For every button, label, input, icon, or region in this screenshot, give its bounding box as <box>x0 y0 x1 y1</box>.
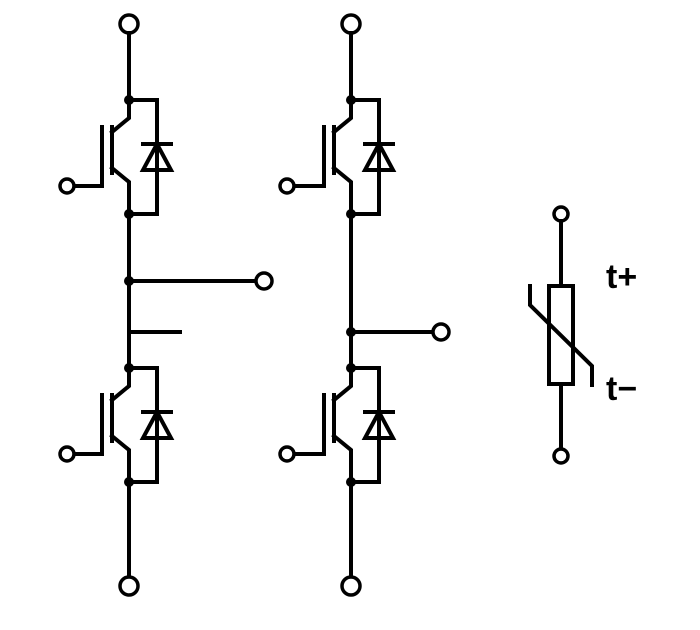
left-output-terminal <box>254 271 274 291</box>
left-node-q1-collector <box>124 95 134 105</box>
q4-collector-lead <box>331 366 353 403</box>
thermistor-label-plus: t+ <box>606 258 637 296</box>
left-bottom-terminal <box>118 575 140 597</box>
q3-emitter-lead <box>331 165 353 216</box>
d3-triangle <box>361 139 397 172</box>
left-top-terminal <box>118 13 140 35</box>
d2-loop <box>127 366 159 484</box>
thermistor-label-minus: t− <box>606 370 637 408</box>
q2-collector-lead <box>109 366 131 403</box>
igbt-q1 <box>58 98 131 216</box>
q2-emitter-lead <box>109 433 131 484</box>
q4-emitter-lead <box>331 433 353 484</box>
thermistor-bottom-terminal <box>552 447 570 465</box>
diode-d1 <box>127 98 175 216</box>
q2-gate <box>74 393 104 456</box>
igbt-q4 <box>278 366 353 484</box>
d3-loop <box>349 98 381 216</box>
d2-triangle <box>139 407 175 440</box>
d1-triangle <box>139 139 175 172</box>
d4-triangle <box>361 407 397 440</box>
right-node-q3-collector <box>346 95 356 105</box>
q3-gate-terminal <box>278 177 296 195</box>
q2-gate-terminal <box>58 445 76 463</box>
q4-gate <box>294 393 326 456</box>
d1-loop <box>127 98 159 216</box>
right-bottom-terminal <box>340 575 362 597</box>
right-output-terminal <box>431 322 451 342</box>
igbt-q2 <box>58 366 131 484</box>
diode-d2 <box>127 366 175 484</box>
q3-gate <box>294 125 326 188</box>
q1-gate-terminal <box>58 177 76 195</box>
thermistor: t+ t− <box>528 205 637 465</box>
right-node-q4-collector <box>346 363 356 373</box>
igbt-q3 <box>278 98 353 216</box>
d4-loop <box>349 366 381 484</box>
right-top-terminal <box>340 13 362 35</box>
left-node-q2-collector <box>124 363 134 373</box>
left-half-bridge <box>58 13 274 597</box>
diode-d4 <box>349 366 397 484</box>
right-half-bridge <box>278 13 451 597</box>
q1-gate <box>74 125 104 188</box>
thermistor-top-terminal <box>552 205 570 223</box>
q3-collector-lead <box>331 98 353 135</box>
diode-d3 <box>349 98 397 216</box>
q4-gate-terminal <box>278 445 296 463</box>
q1-collector-lead <box>109 98 131 135</box>
thermistor-slash <box>528 284 594 387</box>
q1-emitter-lead <box>109 165 131 216</box>
